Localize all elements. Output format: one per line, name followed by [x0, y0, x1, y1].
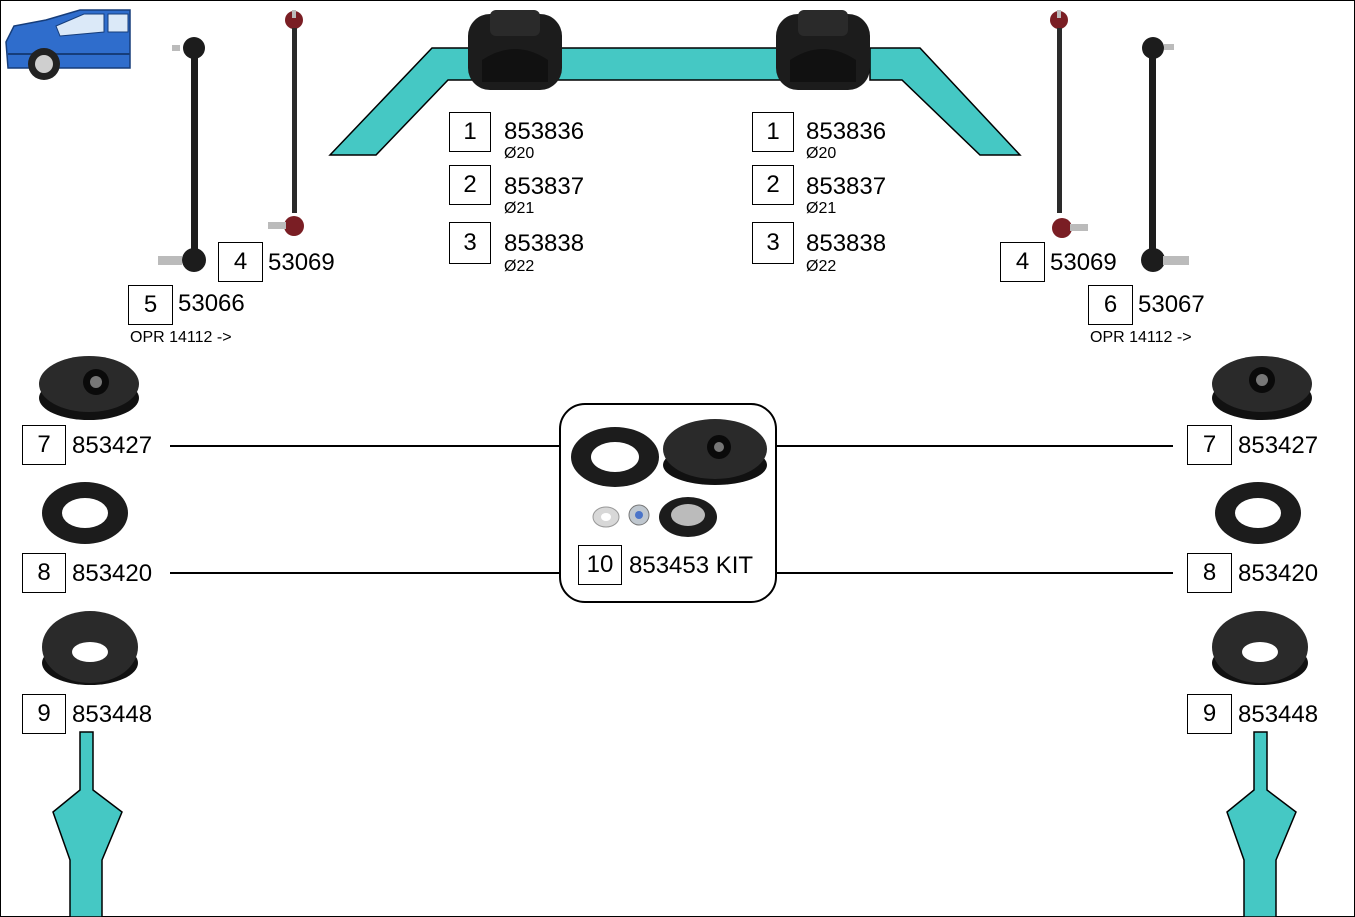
kit-part-number: 853453 KIT	[629, 552, 754, 579]
bushing-diameter: Ø21	[504, 200, 535, 217]
bushing-part-number: 853836	[504, 118, 585, 145]
mount-index-box: 8	[22, 553, 66, 593]
bushing-part-number: 853837	[806, 173, 887, 200]
mount-index-box: 9	[22, 694, 66, 734]
bushing-part-number: 853836	[806, 118, 887, 145]
bushing-index-box: 3	[752, 222, 794, 264]
car-icon	[5, 9, 131, 80]
down-arrow-icon	[1226, 731, 1297, 917]
bushing-part-number: 853837	[504, 173, 585, 200]
down-arrow-icon	[52, 731, 123, 917]
link-index-box: 5	[128, 285, 173, 325]
bushing-index-box: 2	[449, 165, 491, 205]
bump-stop-photo	[42, 611, 138, 685]
bearing-photo	[42, 482, 128, 544]
bushing-index-box: 1	[752, 112, 794, 152]
stabilizer-bar	[328, 47, 1022, 156]
link-part-number: 53067	[1138, 291, 1205, 318]
bushing-index-box: 2	[752, 165, 794, 205]
link-rod-photo	[158, 37, 206, 272]
bushing-diameter: Ø20	[504, 145, 535, 162]
mount-index-box: 7	[22, 425, 66, 465]
link-part-number: 53069	[268, 249, 335, 276]
mount-part-number: 853427	[1238, 432, 1319, 459]
mount-index-box: 7	[1187, 425, 1232, 465]
bushing-part-number: 853838	[806, 230, 887, 257]
mount-part-number: 853448	[1238, 701, 1319, 728]
link-part-number: 53066	[178, 290, 245, 317]
bushing-diameter: Ø22	[806, 258, 837, 275]
link-fitment-note: OPR 14112 ->	[1090, 329, 1192, 346]
strut-mount-photo	[1212, 356, 1312, 420]
mount-index-box: 9	[1187, 694, 1232, 734]
mount-index-box: 8	[1187, 553, 1232, 593]
bushing-part-number: 853838	[504, 230, 585, 257]
mount-part-number: 853420	[1238, 560, 1319, 587]
kit-index-box: 10	[578, 545, 622, 585]
mount-part-number: 853420	[72, 560, 153, 587]
link-fitment-note: OPR 14112 ->	[130, 329, 232, 346]
link-rod-photo	[1141, 37, 1189, 272]
kit-contents-photo	[571, 419, 767, 537]
bushing-index-box: 3	[449, 222, 491, 264]
connector-lines	[170, 445, 1173, 574]
bearing-photo	[1215, 482, 1301, 544]
link-part-number: 53069	[1050, 249, 1117, 276]
bushing-index-box: 1	[449, 112, 491, 152]
link-index-box: 4	[218, 242, 263, 282]
link-index-box: 4	[1000, 242, 1045, 282]
bump-stop-photo	[1212, 611, 1308, 685]
mount-part-number: 853427	[72, 432, 153, 459]
bushing-diameter: Ø21	[806, 200, 837, 217]
bushing-photo	[468, 10, 562, 90]
strut-mount-photo	[39, 356, 139, 420]
mount-part-number: 853448	[72, 701, 153, 728]
link-rod-photo	[1050, 10, 1088, 238]
link-index-box: 6	[1088, 285, 1133, 325]
bushing-diameter: Ø22	[504, 258, 535, 275]
bushing-diameter: Ø20	[806, 145, 837, 162]
link-rod-photo	[268, 10, 304, 236]
bushing-photo	[776, 10, 870, 90]
